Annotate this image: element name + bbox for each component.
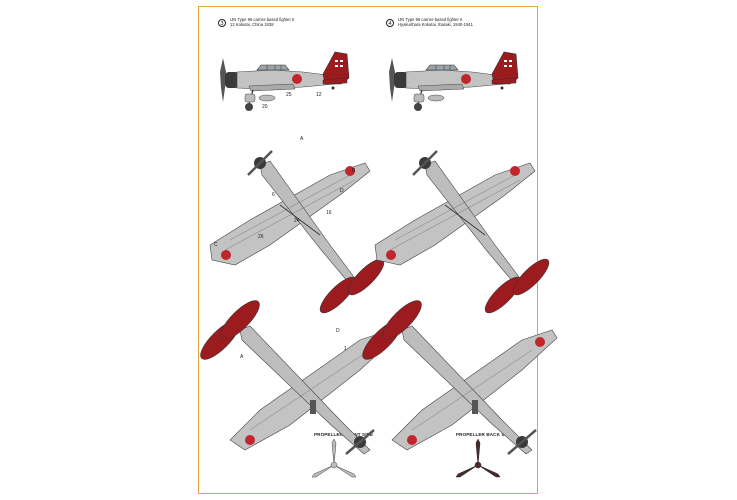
caption-right-line1: IJN Type 96 carrier-based fighter II <box>398 17 463 22</box>
callout-a-top: A <box>300 136 304 142</box>
callout-n12: 12 <box>316 92 322 98</box>
caption-left-line1: IJN Type 96 carrier-based fighter II <box>230 17 295 22</box>
callout-n24: 24 <box>294 218 300 224</box>
callout-d-top: D <box>340 188 344 194</box>
callout-c-top: C <box>214 242 218 248</box>
profile-caption-left: IJN Type 96 carrier-based fighter II 12 … <box>230 17 294 27</box>
propeller-back-label: PROPELLER BACK SIDE <box>456 432 513 437</box>
callout-n1: 1 <box>344 346 347 352</box>
profile-number-3: 3 <box>218 19 226 27</box>
callout-n26: 26 <box>258 234 264 240</box>
callout-n16: 16 <box>326 210 332 216</box>
top-view-right <box>373 149 555 319</box>
callout-n6: 6 <box>272 192 275 198</box>
propeller-front <box>311 438 357 478</box>
profile-caption-right: IJN Type 96 carrier-based fighter II Hya… <box>398 17 473 27</box>
profile-number-4: 4 <box>386 19 394 27</box>
side-profile-left <box>219 51 350 112</box>
callout-d-bottom: D <box>336 328 340 334</box>
bottom-view-left <box>194 294 397 456</box>
callout-n25: 25 <box>286 92 292 98</box>
callout-b-top: B <box>352 168 356 174</box>
bottom-view-right <box>356 294 559 456</box>
top-view-left <box>208 149 390 319</box>
caption-left-line2: 12 Kokutai, China 1938 <box>230 22 274 28</box>
propeller-back <box>455 438 501 478</box>
caption-right-line2: Hyakurihara Kokutai, Ibaraki, 1940-1941 <box>398 22 473 28</box>
callout-a-bottom: A <box>240 354 244 360</box>
side-profile-right <box>388 51 519 112</box>
callout-n20: 20 <box>262 104 268 110</box>
